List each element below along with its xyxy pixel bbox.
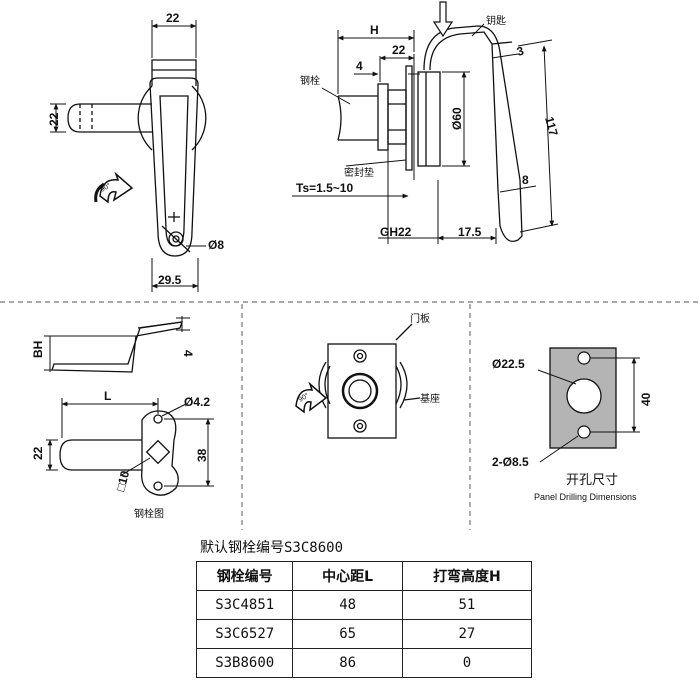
dim-40: 40 (639, 392, 653, 406)
dim-22-bolt: 22 (31, 446, 45, 460)
dim-17-5: 17.5 (458, 225, 482, 239)
dim-h: H (370, 23, 379, 37)
label-gasket: 密封垫 (344, 166, 374, 179)
cell-bolt-code: S3C4851 (195, 590, 294, 620)
side-view (337, 25, 523, 243)
cell-bolt-code: S3C6527 (195, 619, 294, 649)
dim-4-bolt: 4 (181, 350, 195, 357)
cell-bolt-code: S3B8600 (195, 648, 294, 678)
dim-handle-height: 22 (47, 112, 61, 126)
label-base: 基座 (420, 392, 440, 405)
label-drilling-cn: 开孔尺寸 (566, 472, 618, 487)
dim-2-d8-5: 2-Ø8.5 (492, 455, 529, 469)
drilling-dimensions (537, 357, 640, 463)
dim-3: 3 (515, 44, 525, 59)
front-dimensions (50, 20, 206, 292)
dim-4: 4 (356, 59, 363, 73)
dim-sq10: □10 (113, 469, 132, 493)
header-center-distance: 中心距L (292, 561, 403, 591)
dim-bh: BH (31, 341, 45, 358)
header-bend-height: 打弯高度H (401, 561, 533, 591)
cell-center-distance: 65 (292, 619, 403, 649)
cell-center-distance: 86 (292, 648, 403, 678)
cell-center-distance: 48 (292, 590, 403, 620)
side-dimensions (292, 23, 559, 244)
cell-bend-height: 0 (401, 648, 533, 678)
dim-l: L (104, 389, 111, 403)
table-header-row: 钢栓编号 中心距L 打弯高度H (195, 561, 533, 591)
dim-d60: Ø60 (450, 107, 464, 130)
dim-117: 117 (542, 115, 561, 138)
label-door-panel: 门板 (410, 312, 430, 325)
label-drilling-en: Panel Drilling Dimensions (534, 492, 637, 502)
table-row: S3B8600 86 0 (195, 648, 533, 678)
back-view (318, 323, 421, 439)
table-row: S3C4851 48 51 (195, 590, 533, 620)
dim-22-side: 22 (392, 43, 406, 57)
rotate-arrow-back-icon: 90° (295, 381, 328, 414)
header-bolt-code: 钢栓编号 (195, 561, 294, 591)
panel-drilling (549, 347, 617, 449)
cell-bend-height: 27 (401, 619, 533, 649)
bolt-spec-table: 钢栓编号 中心距L 打弯高度H S3C4851 48 51 S3C6527 65… (195, 561, 533, 678)
label-key: 钥匙 (486, 14, 506, 27)
cell-bend-height: 51 (401, 590, 533, 620)
dim-top-width: 22 (166, 11, 180, 25)
dim-ts: Ts=1.5~10 (296, 181, 353, 195)
label-bolt-drawing: 钢栓图 (134, 507, 164, 520)
bolt-dimensions (44, 316, 214, 487)
table-row: S3C6527 65 27 (195, 619, 533, 649)
dim-bottom-width: 29.5 (158, 273, 182, 287)
front-view (67, 59, 207, 257)
rotate-arrow-icon: 90° (94, 171, 134, 204)
dim-hole-dia: Ø8 (208, 238, 224, 252)
dim-d4-2: Ø4.2 (184, 395, 210, 409)
dim-gh22: GH22 (380, 225, 412, 239)
dim-8: 8 (522, 173, 529, 187)
table-title: 默认钢栓编号S3C8600 (200, 540, 344, 556)
bolt-drawing (51, 321, 183, 496)
dim-d22-5: Ø22.5 (492, 357, 525, 371)
label-bolt: 钢栓 (300, 74, 320, 87)
insert-arrow-icon (432, 1, 454, 38)
section-dividers (0, 301, 700, 530)
dim-38: 38 (195, 448, 209, 462)
